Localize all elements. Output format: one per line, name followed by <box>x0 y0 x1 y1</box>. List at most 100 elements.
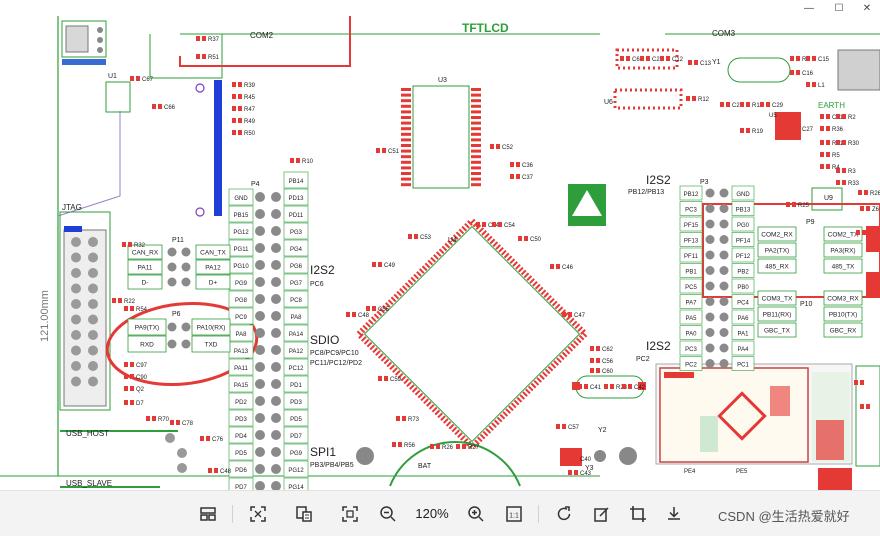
component-pad <box>146 416 150 421</box>
p3-pin <box>719 312 729 322</box>
p4-pin <box>255 226 265 236</box>
p9-pin-box <box>757 258 797 274</box>
p4-right-pin-label: PD5 <box>290 417 302 423</box>
fit-button[interactable] <box>244 500 272 528</box>
p3-right-pin-box <box>731 185 755 201</box>
component-pad <box>640 56 644 61</box>
component-pad <box>740 128 744 133</box>
component-label: Q2 <box>136 387 145 393</box>
p3-right-pin-label: PB13 <box>736 208 751 214</box>
compare-button[interactable] <box>194 500 222 528</box>
p4-right-pin-box <box>283 426 309 444</box>
component-label: C66 <box>164 105 176 111</box>
component-label: R27 <box>468 445 480 451</box>
component-pad <box>202 54 206 59</box>
crop-scan-button[interactable] <box>290 500 318 528</box>
p4-pin <box>255 430 265 440</box>
component-pad <box>124 374 128 379</box>
p4-pin <box>255 311 265 321</box>
component-pad <box>590 346 594 351</box>
p4-pin <box>255 209 265 219</box>
pe4-label: PE4 <box>684 469 696 475</box>
minimize-button[interactable]: — <box>804 2 814 14</box>
zoom-in-icon <box>468 506 484 522</box>
save-button[interactable] <box>660 500 688 528</box>
component-pad <box>792 202 796 207</box>
maximize-button[interactable]: ☐ <box>834 2 844 14</box>
zoom-in-button[interactable] <box>462 500 490 528</box>
p3-pin <box>705 328 715 337</box>
fullscreen-button[interactable] <box>336 500 364 528</box>
p3-right-pin-label: PB2 <box>737 270 749 276</box>
p3-pin <box>705 188 715 198</box>
p4-pin <box>271 209 281 219</box>
component-pad <box>766 102 770 107</box>
component-label: C13 <box>700 61 712 67</box>
component-pad <box>786 202 790 207</box>
p4-pin <box>271 345 281 355</box>
p3-left-pin-label: PF11 <box>684 254 699 260</box>
rotate-button[interactable] <box>550 500 578 528</box>
component-pad <box>856 230 860 235</box>
p3-pin <box>719 219 729 229</box>
close-button[interactable]: ✕ <box>862 2 872 14</box>
component-pad <box>646 56 650 61</box>
p3-right-pin-label: PB0 <box>737 285 749 291</box>
spi1-pins-label: PB3/PB4/PB5 <box>310 462 354 469</box>
component-pad <box>152 104 156 109</box>
p4-pin <box>271 243 281 253</box>
p4-pin <box>271 277 281 287</box>
p6-pin-box <box>191 335 231 353</box>
component-label: C36 <box>522 163 534 169</box>
u3-pad <box>401 177 411 181</box>
p4-pin <box>271 311 281 321</box>
p3-pin <box>705 359 715 368</box>
component-pad <box>740 102 744 107</box>
component-pad <box>122 242 126 247</box>
component-pad <box>402 416 406 421</box>
p4-left-pin-label: PA15 <box>234 383 249 389</box>
p4-left-pin-box <box>228 290 254 308</box>
p3-left-pin-box <box>679 356 703 371</box>
component-pad <box>296 158 300 163</box>
p3-left-pin-box <box>679 185 703 201</box>
component-pad <box>584 384 588 389</box>
p6-pin: RXD <box>140 342 154 349</box>
p4-pin <box>271 379 281 389</box>
zoom-out-button[interactable] <box>374 500 402 528</box>
component-pad <box>238 118 242 123</box>
u3-pad <box>401 155 411 159</box>
p6-pin-box <box>191 318 231 336</box>
zoom-level: 120% <box>415 506 449 521</box>
earth-label: EARTH <box>818 101 845 110</box>
p4-right-pin-box <box>283 477 309 490</box>
p3-right-pin-label: PF14 <box>736 239 751 245</box>
p3-right-pin-label: PC1 <box>737 363 749 369</box>
rotate-icon <box>557 506 571 521</box>
component-pad <box>866 404 870 409</box>
component-label: R25 <box>798 203 810 209</box>
component-pad <box>790 126 794 131</box>
actual-size-button[interactable]: 1:1 <box>500 500 528 528</box>
p4-right-pin-label: PG9 <box>290 451 303 457</box>
p11-pin: CAN_TX <box>200 250 226 257</box>
p6-pin-box <box>127 318 167 336</box>
p4-right-pin-label: PG4 <box>290 247 303 253</box>
edit-button[interactable] <box>588 500 616 528</box>
p4-left-pin-label: PG12 <box>233 230 249 236</box>
component-pad <box>806 56 810 61</box>
component-label: C90 <box>136 375 148 381</box>
p3-left-pin-box <box>679 340 703 356</box>
p10-pin: COM3_TX <box>762 296 793 303</box>
p4-right-pin-label: PG12 <box>288 468 304 474</box>
crop-button[interactable] <box>624 500 652 528</box>
spi1-label: SPI1 <box>310 445 336 459</box>
component-pad <box>746 102 750 107</box>
component-pad <box>206 436 210 441</box>
component-label: R26 <box>442 445 454 451</box>
p3-left-pin-box <box>679 247 703 263</box>
p11-pin-box <box>127 259 163 275</box>
p4-right-pin-label: PA12 <box>289 349 304 355</box>
component-pad <box>510 162 514 167</box>
